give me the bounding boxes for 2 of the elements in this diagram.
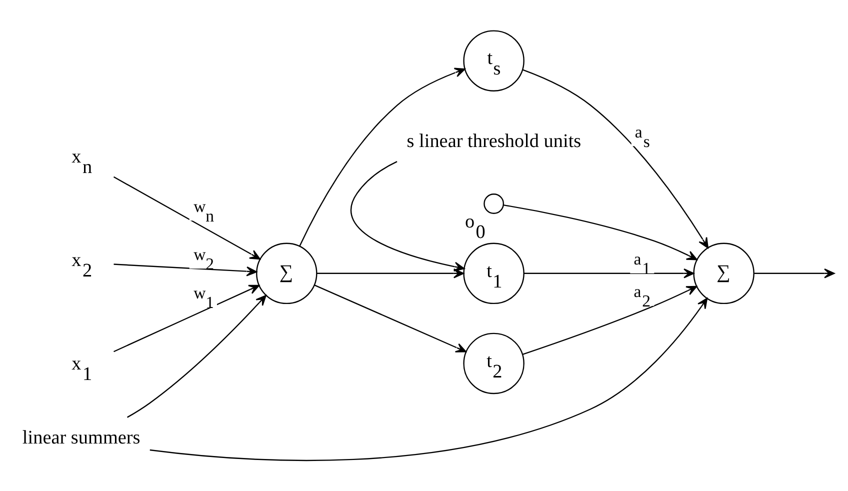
- node-text: linear summers: [22, 427, 140, 448]
- node-text: s linear threshold units: [406, 130, 582, 152]
